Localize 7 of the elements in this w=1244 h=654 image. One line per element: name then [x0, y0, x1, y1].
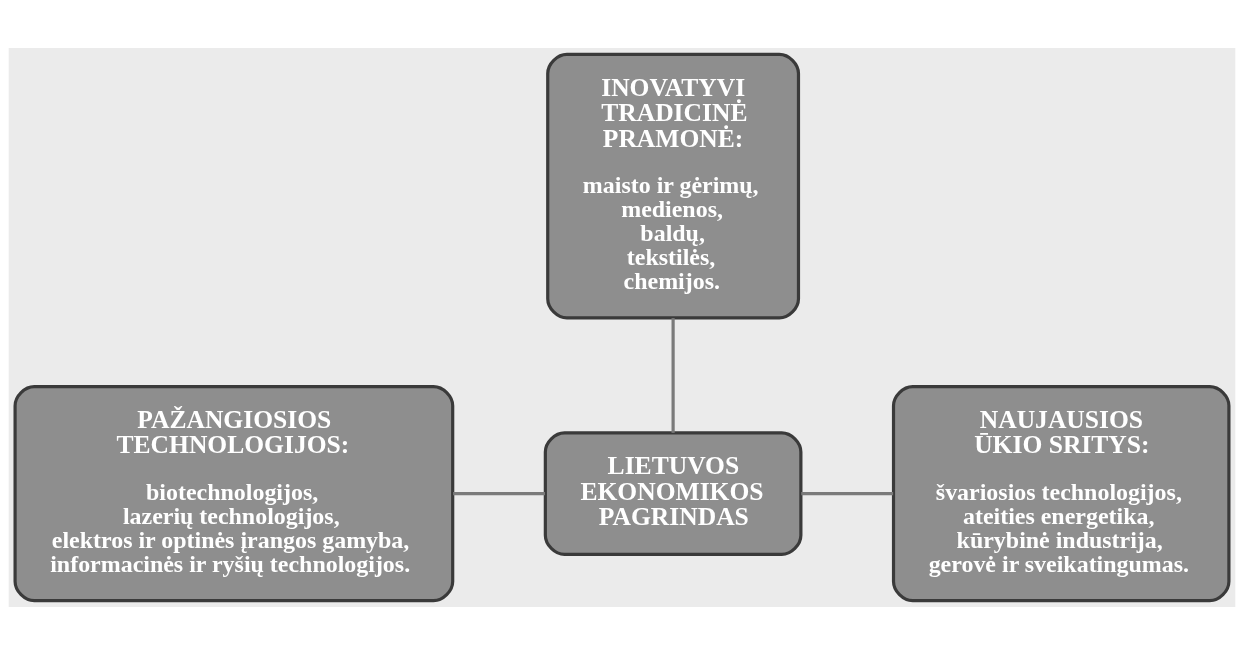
connector	[671, 317, 675, 433]
node-box: PAŽANGIOSIOS TECHNOLOGIJOS: biotechnologijos, lazerių technologijos, elektros ir optinės įrangos gamyba, informacinės ir ryšių technologijos.	[13, 384, 455, 602]
connector	[453, 491, 546, 495]
node-box: NAUJAUSIOS ŪKIO SRITYS: švariosios technologijos, ateities energetika, kūrybinė industrija, gerovė ir sveikatingumas.	[891, 384, 1231, 602]
node-box: LIETUVOS EKONOMIKOS PAGRINDAS	[543, 430, 803, 556]
node-box: INOVATYVI TRADICINĖ PRAMONĖ: maisto ir gėrimų, medienos, baldų, tekstilės, chemijos.	[546, 52, 801, 319]
connector	[801, 491, 894, 495]
